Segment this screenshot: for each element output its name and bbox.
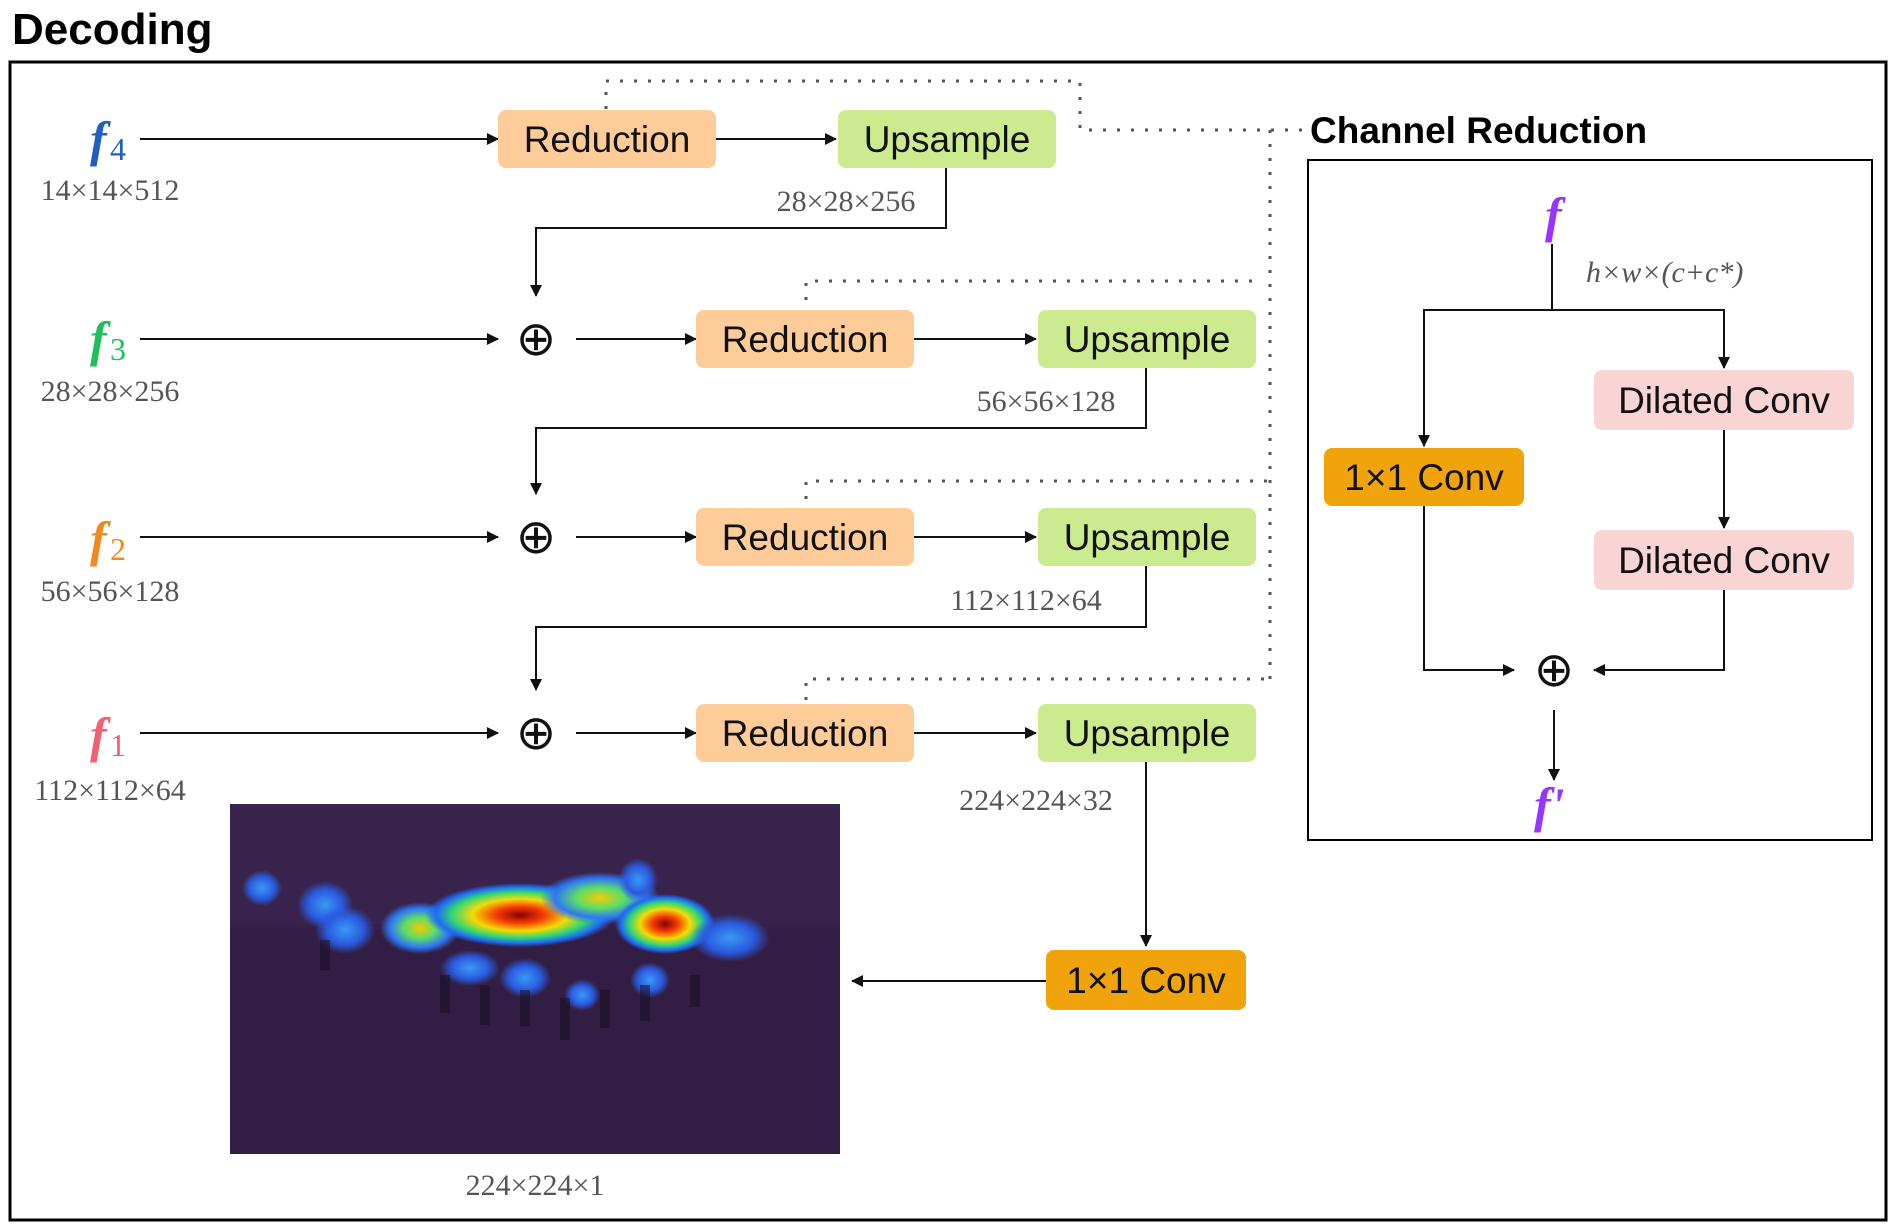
feature-f3-dims: 28×28×256 xyxy=(41,375,180,408)
feature-f3-subscript: 3 xyxy=(110,331,126,367)
upsample-box-2 xyxy=(1038,310,1256,368)
reduction-box-1 xyxy=(498,110,716,168)
reduction-label-4: Reduction xyxy=(722,713,889,754)
feature-f1: f 1 112×112×64 xyxy=(34,707,186,807)
channel-reduction-title: Channel Reduction xyxy=(1310,110,1647,151)
cr-conv-box xyxy=(1324,448,1524,506)
upsample-box-1 xyxy=(838,110,1056,168)
cr-arrows xyxy=(1418,244,1730,781)
reduction-label-2: Reduction xyxy=(722,319,889,360)
stage-1-dims: 28×28×256 xyxy=(777,185,916,218)
reduction-label-1: Reduction xyxy=(524,119,691,160)
feature-f3: f 3 28×28×256 xyxy=(41,311,180,408)
cr-dilated-box-1 xyxy=(1594,370,1854,430)
feature-f2: f 2 56×56×128 xyxy=(41,511,180,608)
cr-input-symbol: f xyxy=(1545,187,1566,243)
feature-f1-symbol: f xyxy=(90,707,111,763)
feature-f4-symbol: f xyxy=(90,111,111,167)
stage-3: ⊕ Reduction Upsample 112×112×64 xyxy=(516,508,1256,617)
main-arrows xyxy=(140,133,1152,987)
stage-2-dims: 56×56×128 xyxy=(977,385,1116,418)
cr-dilated-label-1: Dilated Conv xyxy=(1618,380,1830,421)
reduction-label-3: Reduction xyxy=(722,517,889,558)
stage-3-dims: 112×112×64 xyxy=(950,584,1102,617)
plus-symbol-3: ⊕ xyxy=(516,705,556,761)
upsample-box-3 xyxy=(1038,508,1256,566)
channel-reduction-panel xyxy=(1307,159,1873,841)
final-conv-label: 1×1 Conv xyxy=(1066,960,1226,1001)
output-heatmap-image xyxy=(230,804,840,1154)
feature-f4-dims: 14×14×512 xyxy=(41,174,180,207)
stage-2: ⊕ Reduction Upsample 56×56×128 xyxy=(516,310,1256,418)
upsample-label-4: Upsample xyxy=(1064,713,1231,754)
final-conv-box xyxy=(1046,950,1246,1010)
figure-title: Decoding xyxy=(12,5,212,54)
stage-4: ⊕ Reduction Upsample 224×224×32 xyxy=(516,704,1256,817)
cr-dilated-box-2 xyxy=(1594,530,1854,590)
cr-output-symbol: f' xyxy=(1534,777,1565,833)
reduction-box-2 xyxy=(696,310,914,368)
upsample-label-2: Upsample xyxy=(1064,319,1231,360)
feature-f2-dims: 56×56×128 xyxy=(41,575,180,608)
cr-dilated-label-2: Dilated Conv xyxy=(1618,540,1830,581)
reduction-box-4 xyxy=(696,704,914,762)
plus-symbol-2: ⊕ xyxy=(516,509,556,565)
reduction-box-3 xyxy=(696,508,914,566)
upsample-label-1: Upsample xyxy=(864,119,1031,160)
stage-4-dims: 224×224×32 xyxy=(959,784,1113,817)
feature-f1-subscript: 1 xyxy=(110,727,126,763)
feature-f1-dims: 112×112×64 xyxy=(34,774,186,807)
plus-symbol-1: ⊕ xyxy=(516,311,556,367)
dotted-connectors xyxy=(604,79,1308,700)
upsample-label-3: Upsample xyxy=(1064,517,1231,558)
feature-f2-subscript: 2 xyxy=(110,531,126,567)
feature-f4-subscript: 4 xyxy=(110,131,126,167)
cr-input-dims: h×w×(c+c*) xyxy=(1586,256,1743,289)
channel-reduction-diagram: f h×w×(c+c*) 1×1 Conv Dilated Conv Dilat… xyxy=(1324,187,1854,833)
feature-f3-symbol: f xyxy=(90,311,111,367)
upsample-box-4 xyxy=(1038,704,1256,762)
feature-f2-symbol: f xyxy=(90,511,111,567)
output-dims: 224×224×1 xyxy=(466,1169,605,1202)
feature-f4: f 4 14×14×512 xyxy=(41,111,180,207)
stage-1: Reduction Upsample 28×28×256 xyxy=(498,110,1056,218)
cr-plus-symbol: ⊕ xyxy=(1534,642,1574,698)
cr-conv-label: 1×1 Conv xyxy=(1344,457,1504,498)
outer-frame xyxy=(8,60,1888,1222)
